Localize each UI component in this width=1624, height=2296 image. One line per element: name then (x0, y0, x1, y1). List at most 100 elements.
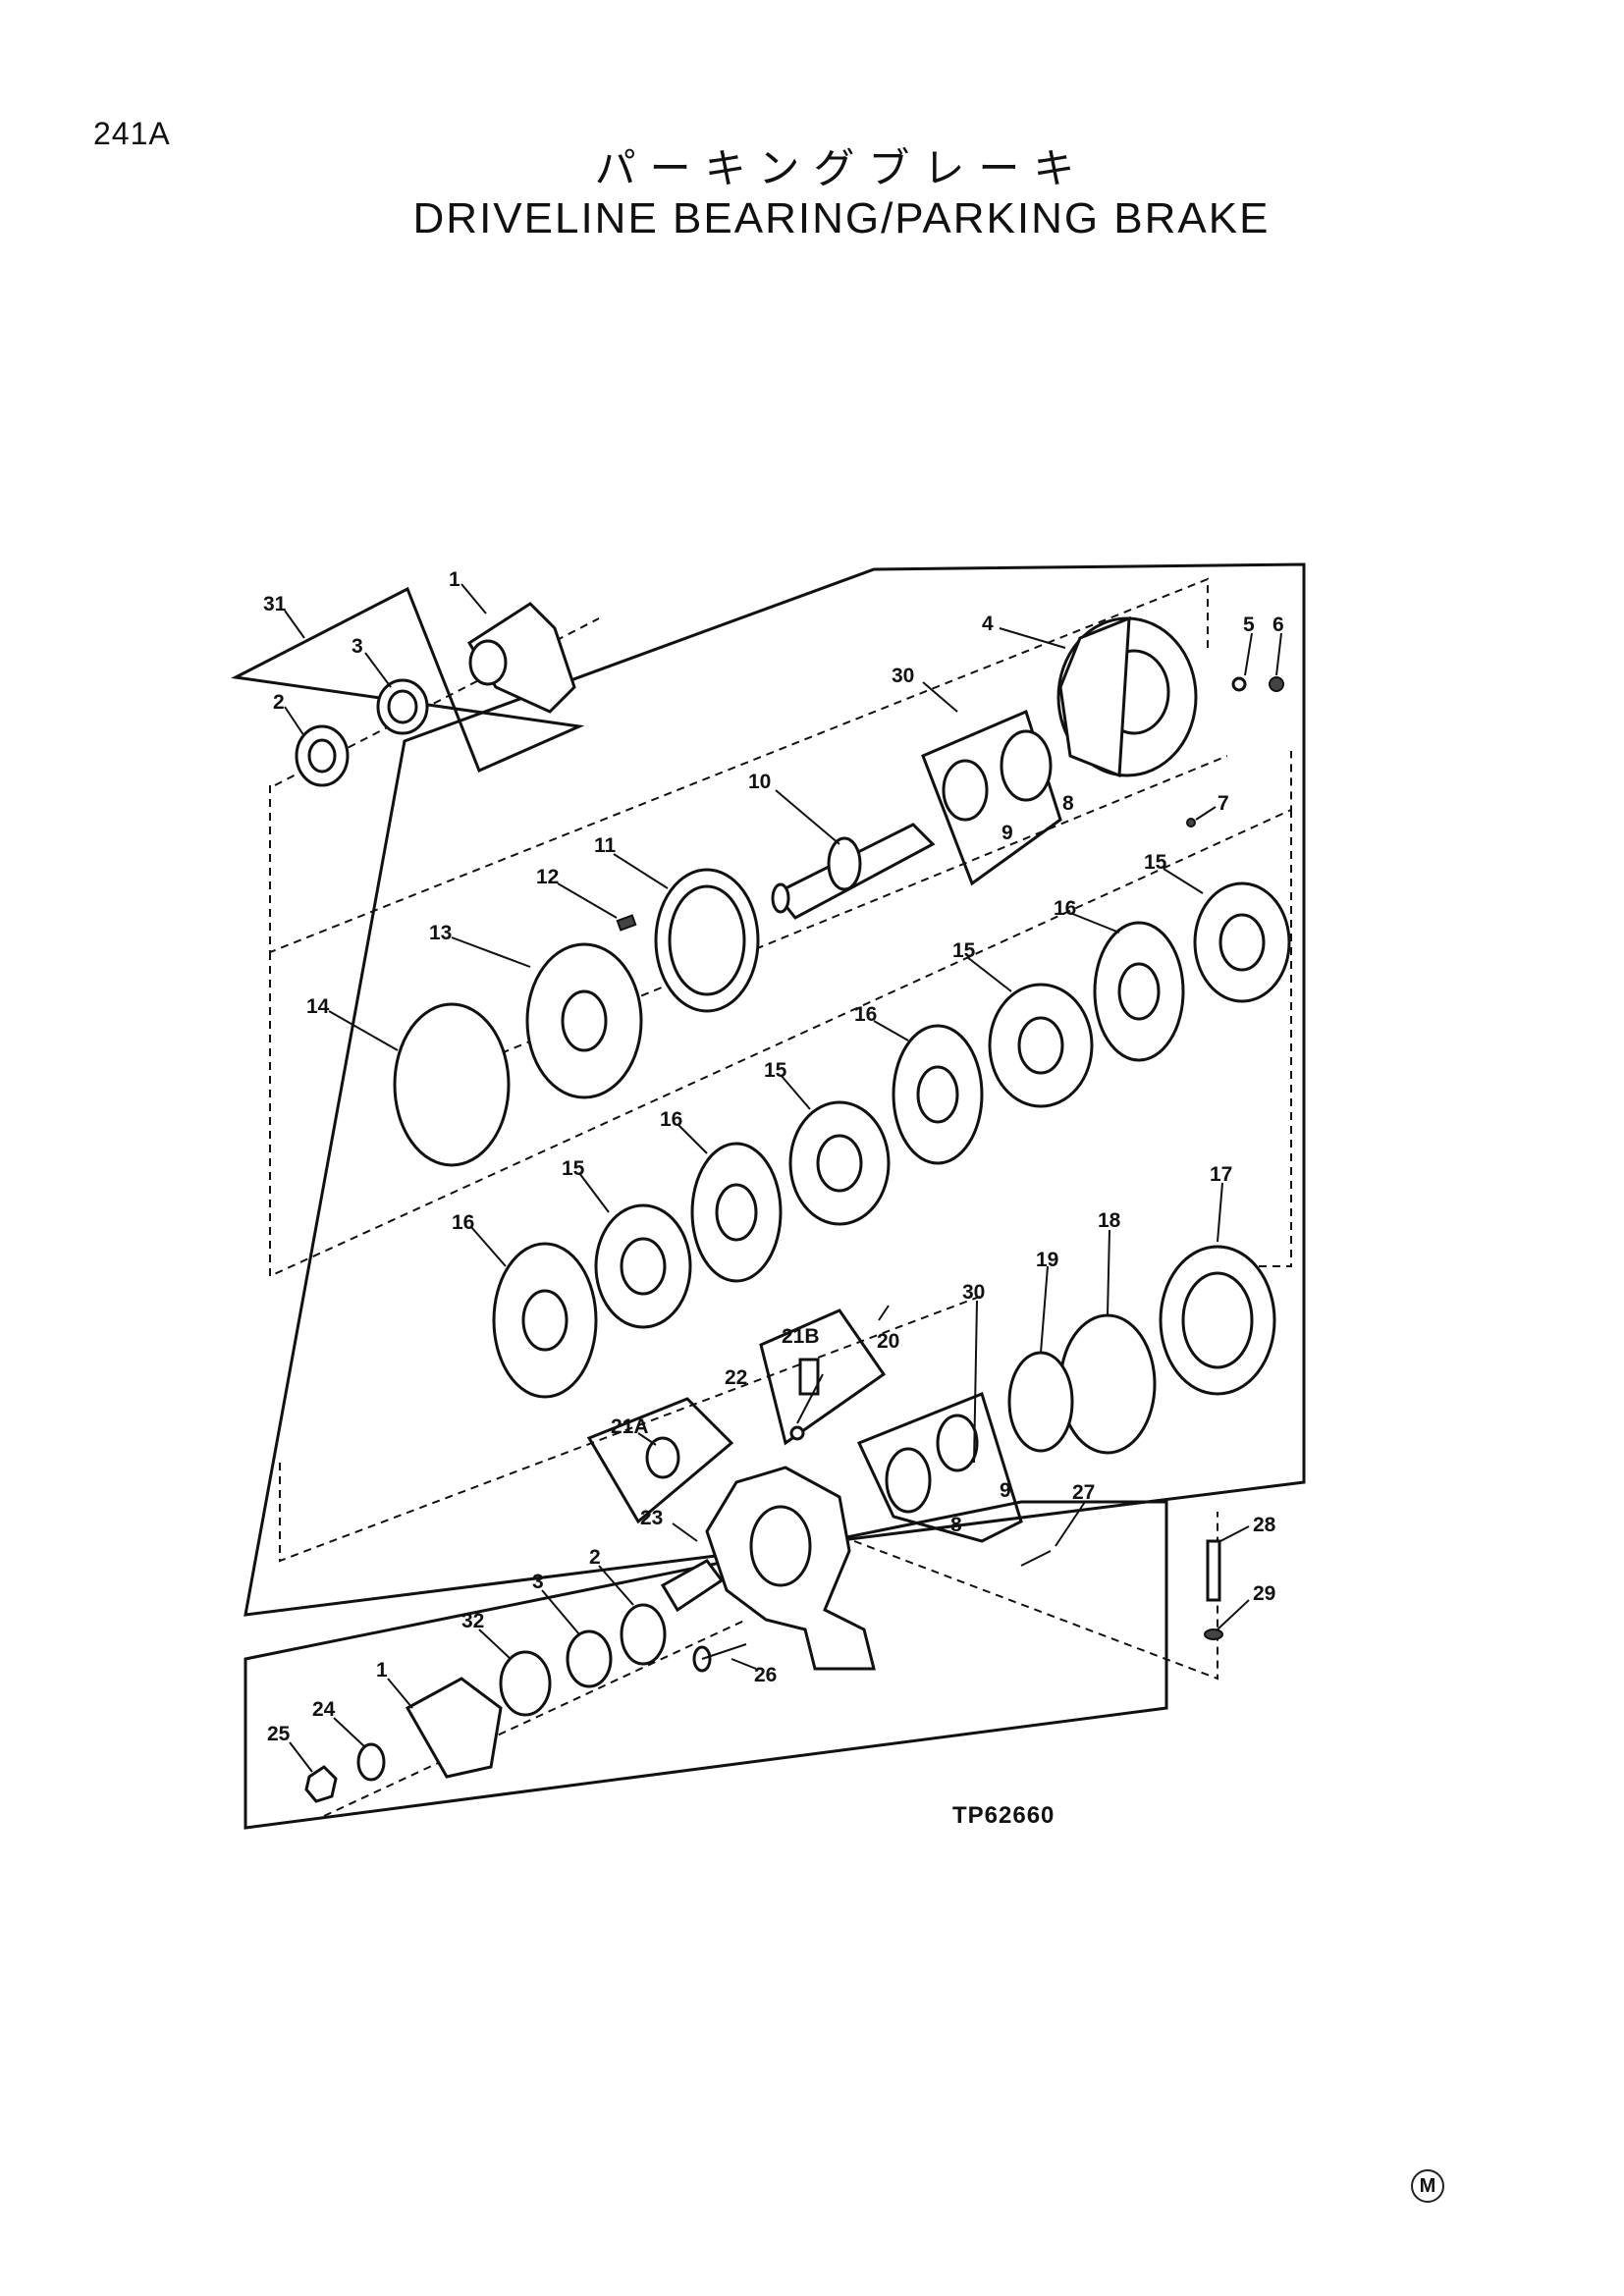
part-5-washer (1231, 676, 1247, 692)
title-english: DRIVELINE BEARING/PARKING BRAKE (412, 194, 1271, 242)
callout-30-lower: 30 (962, 1281, 985, 1304)
dashed-line-1 (269, 577, 1209, 954)
part-2-hole (307, 738, 337, 774)
callout-11: 11 (594, 834, 617, 857)
axis-line-mid (411, 755, 1228, 1091)
part-8-cup-lower (885, 1447, 932, 1514)
callout-4: 4 (982, 613, 994, 635)
callout-1-lower: 1 (376, 1659, 388, 1682)
callout-15-a: 15 (1144, 851, 1167, 874)
part-1-yoke-lower (405, 1677, 503, 1779)
disc-stack (492, 881, 1291, 1399)
axis-line-low (323, 1619, 747, 1817)
part-1-yoke-top (466, 602, 576, 714)
bracket-30-lower (856, 1392, 1023, 1543)
callout-18: 18 (1098, 1209, 1121, 1232)
part-22-washer (789, 1425, 805, 1441)
part-20-pin (878, 1305, 890, 1321)
callout-16-c: 16 (660, 1108, 682, 1131)
outer-frame (244, 562, 1306, 1617)
callout-31: 31 (263, 593, 287, 615)
part-21b-fitting (798, 1358, 820, 1396)
callout-20: 20 (877, 1330, 899, 1353)
bracket-21b (759, 1308, 887, 1446)
callout-21a: 21A (611, 1415, 649, 1438)
part-21a-plug (645, 1436, 680, 1479)
callout-16-d: 16 (452, 1211, 474, 1234)
footer-mark: M (1411, 2169, 1444, 2203)
callout-15-b: 15 (952, 939, 976, 962)
callout-10: 10 (748, 771, 771, 793)
part-11-inner (668, 884, 746, 996)
part-10-shaft (771, 823, 936, 920)
callout-15-c: 15 (764, 1059, 787, 1082)
callout-3: 3 (352, 635, 363, 658)
part-26-shank (701, 1643, 747, 1660)
part-17-inner (1181, 1271, 1254, 1369)
part-24-washer (356, 1742, 386, 1782)
dashed-line-5 (853, 1512, 1218, 1681)
page-code: 241A (93, 116, 171, 151)
callout-24: 24 (312, 1698, 336, 1721)
part-29-washer (1204, 1629, 1223, 1640)
callout-12: 12 (536, 866, 559, 888)
callout-6: 6 (1272, 614, 1284, 636)
bracket-30-upper (921, 709, 1062, 886)
part-7-screw (1186, 818, 1196, 828)
dashed-line-2 (269, 751, 1292, 1278)
callout-32: 32 (461, 1610, 484, 1632)
part-8-cup-upper (1000, 729, 1053, 802)
bracket-21a (586, 1397, 734, 1524)
figure-code: TP62660 (952, 1802, 1056, 1829)
part-2-washer-low (620, 1603, 667, 1666)
part-23-carrier (660, 1466, 876, 1671)
part-14-gasket (393, 1002, 511, 1167)
part-19-oring (1007, 1351, 1074, 1453)
part-18-oring (1058, 1313, 1157, 1455)
part-9-cone-lower (936, 1414, 979, 1472)
callout-17: 17 (1210, 1163, 1232, 1186)
callout-9-upper: 9 (1001, 822, 1013, 844)
part-4-housing (1056, 615, 1198, 778)
part-13-hole (561, 989, 608, 1052)
callout-22: 22 (725, 1366, 747, 1389)
part-6-nut (1269, 676, 1284, 692)
callout-27: 27 (1072, 1481, 1095, 1504)
callout-26: 26 (754, 1664, 777, 1686)
part-25-nut (304, 1765, 338, 1803)
callout-16-a: 16 (1054, 897, 1076, 920)
title-japanese: パーキングブレーキ (594, 144, 1089, 192)
callout-29: 29 (1253, 1582, 1275, 1605)
callout-16-b: 16 (854, 1003, 877, 1026)
callout-3-lower: 3 (532, 1571, 544, 1593)
callout-30-upper: 30 (892, 665, 914, 687)
part-9-cone-upper (942, 759, 989, 822)
lower-frame (244, 1500, 1168, 1830)
part-27-pin (1020, 1550, 1052, 1567)
callout-14: 14 (306, 995, 330, 1018)
bracket-31 (231, 586, 585, 774)
callout-1: 1 (449, 568, 460, 591)
callout-19: 19 (1036, 1249, 1058, 1271)
part-32-seal (499, 1650, 552, 1717)
dashed-line-4 (279, 1295, 983, 1563)
callout-2: 2 (273, 691, 285, 714)
callout-2-lower: 2 (589, 1546, 601, 1569)
callout-5: 5 (1243, 614, 1255, 636)
callout-21b: 21B (782, 1325, 820, 1348)
part-3-hole (387, 689, 418, 724)
part-28-bolt (1206, 1539, 1221, 1602)
part-3-ring-low (566, 1629, 613, 1688)
callout-28: 28 (1253, 1514, 1276, 1536)
callout-8-upper: 8 (1062, 792, 1074, 815)
leader-lines (284, 583, 1282, 1773)
callout-8-lower: 8 (950, 1514, 962, 1536)
callout-13: 13 (429, 922, 452, 944)
part-12-pin (616, 914, 637, 932)
callout-23: 23 (640, 1507, 663, 1529)
callout-25: 25 (267, 1723, 291, 1745)
dashed-line-3 (1222, 810, 1292, 1267)
callout-7: 7 (1218, 792, 1229, 815)
callout-15-d: 15 (562, 1157, 585, 1180)
